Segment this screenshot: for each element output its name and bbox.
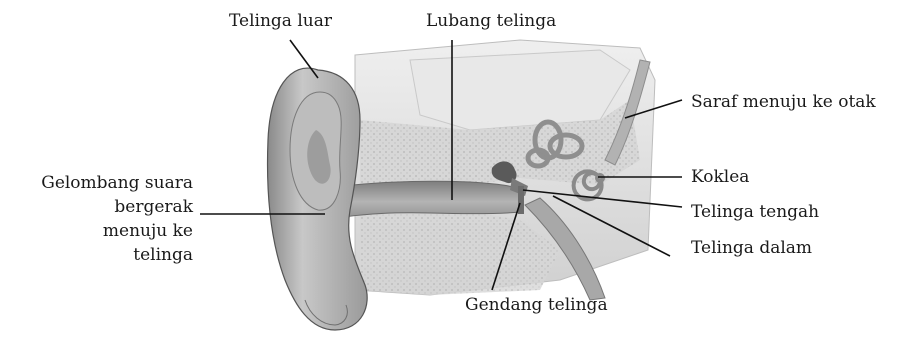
label-sound-waves-3: menuju ke xyxy=(103,220,193,242)
label-cochlea: Koklea xyxy=(691,166,749,188)
label-ear-canal: Lubang telinga xyxy=(426,10,556,32)
label-sound-waves-1: Gelombang suara xyxy=(41,172,193,194)
label-eardrum: Gendang telinga xyxy=(465,294,608,316)
label-nerve-to-brain: Saraf menuju ke otak xyxy=(691,91,876,113)
label-sound-waves-2: bergerak xyxy=(114,196,193,218)
label-inner-ear: Telinga dalam xyxy=(691,237,812,259)
label-outer-ear: Telinga luar xyxy=(229,10,332,32)
brain-area xyxy=(410,50,630,130)
label-sound-waves-4: telinga xyxy=(133,244,193,266)
label-middle-ear: Telinga tengah xyxy=(691,201,819,223)
